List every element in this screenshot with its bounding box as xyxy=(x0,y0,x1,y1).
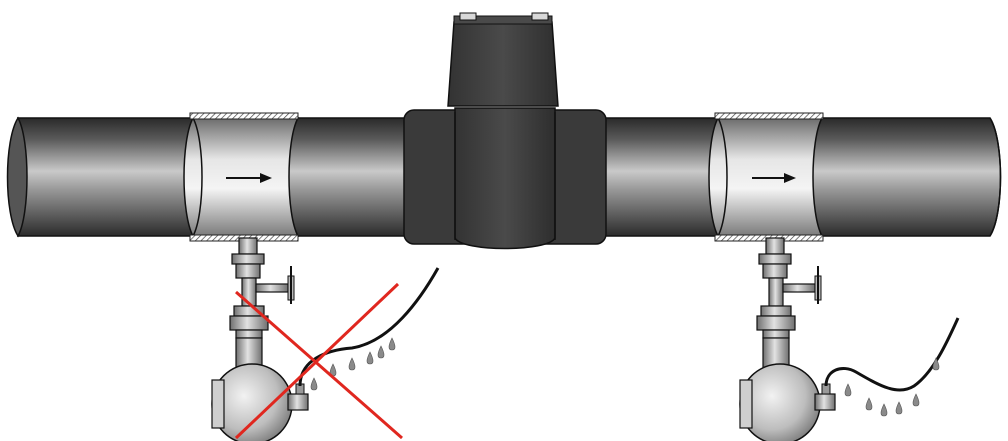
valve-handle-icon xyxy=(814,266,822,304)
flow-arrow-icon xyxy=(752,173,796,183)
drip-icon xyxy=(844,383,852,397)
drip-icon xyxy=(366,351,374,365)
drip-icon xyxy=(912,393,920,407)
right-drain-line xyxy=(824,317,960,417)
left-valve-assembly xyxy=(211,237,309,441)
drip-icon xyxy=(388,337,396,351)
right-pipe-section xyxy=(708,112,824,242)
valve-handle-icon xyxy=(287,266,295,304)
bolt-icon xyxy=(531,12,549,21)
left-pipe-section xyxy=(183,112,300,242)
drip-icon xyxy=(932,357,940,371)
cross-out-icon xyxy=(234,282,403,440)
drip-icon xyxy=(348,357,356,371)
bolt-icon xyxy=(459,12,477,21)
flow-meter xyxy=(403,12,607,250)
drip-icon xyxy=(377,345,385,359)
flow-arrow-icon xyxy=(226,173,272,183)
right-valve-assembly xyxy=(739,237,836,441)
drip-icon xyxy=(895,401,903,415)
left-drain-line xyxy=(298,267,440,391)
drip-icon xyxy=(310,377,318,391)
drip-icon xyxy=(880,403,888,417)
drip-icon xyxy=(865,397,873,411)
